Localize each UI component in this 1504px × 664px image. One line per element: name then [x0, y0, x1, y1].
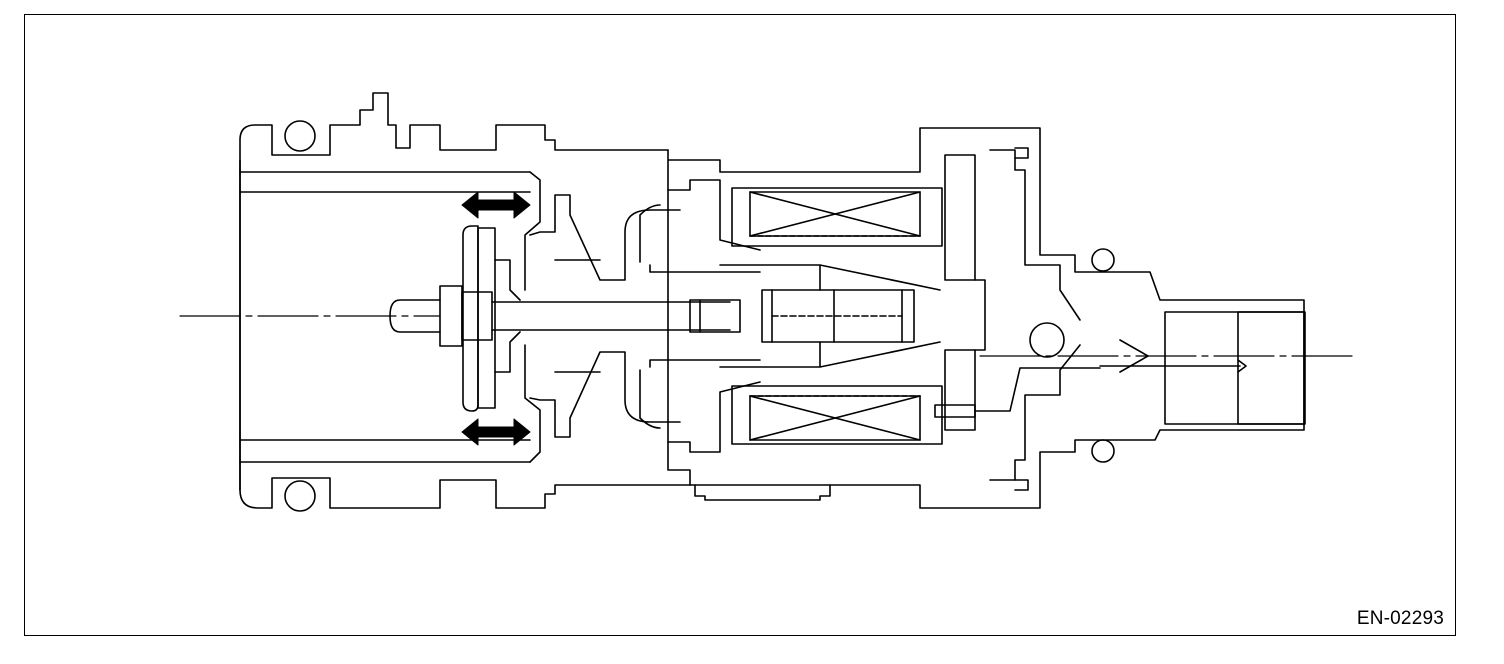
pole-piece-bottom [720, 342, 940, 367]
terminal-socket [1238, 312, 1304, 424]
stem-end [690, 300, 740, 332]
valve-seat-top [495, 260, 520, 300]
bore-end-bottom [525, 345, 540, 462]
diaphragm-curve-bottom [640, 370, 660, 428]
actuator-flange-bottom [668, 382, 760, 452]
left-housing-bottom [240, 160, 690, 508]
figure-code-label: EN-02293 [1356, 608, 1444, 629]
connector-body-top [990, 150, 1080, 320]
left-housing-top [240, 93, 668, 490]
solenoid-coil-bottom [732, 386, 942, 444]
o-ring-bottom-right [1092, 440, 1114, 462]
stem-collar [440, 286, 462, 346]
diaphragm-curve-top [640, 205, 660, 262]
o-ring-top-left [285, 121, 315, 151]
armature [762, 290, 914, 342]
core-top [650, 265, 760, 272]
connector-body-bottom [990, 345, 1080, 480]
valve-disc-face [478, 228, 495, 408]
terminal-housing [1165, 312, 1305, 424]
check-ball [1030, 323, 1064, 357]
double-arrow-top [462, 192, 530, 218]
double-arrow-bottom [462, 419, 530, 445]
solenoid-coil-top [732, 188, 942, 246]
valve-disc [463, 226, 478, 411]
mounting-tab [695, 485, 830, 500]
valve-seat-bottom [495, 332, 520, 372]
actuator-housing-outer [668, 128, 1304, 508]
seal-lip-top [1015, 148, 1028, 158]
diagram-frame [24, 14, 1456, 636]
valve-stem [492, 302, 730, 330]
coil-x-top-2 [750, 192, 920, 236]
diaphragm-top [530, 195, 680, 280]
core-bottom [650, 360, 760, 367]
coil-x-bottom-2 [750, 396, 920, 440]
stem-tip [390, 300, 440, 332]
end-plate-top [945, 155, 975, 280]
seal-lip-bottom [1015, 480, 1028, 490]
o-ring-top-right [1092, 249, 1114, 271]
end-plate-bottom [945, 350, 975, 430]
diaphragm-bottom [530, 352, 680, 437]
pole-piece-top [720, 265, 940, 290]
stem-collar-inner [462, 292, 492, 340]
o-ring-bottom-left [285, 481, 315, 511]
end-plate-stem [975, 280, 985, 350]
bore-end-top [525, 172, 540, 290]
connector-pin [935, 405, 975, 417]
connector-wire [975, 368, 1100, 411]
terminal-pin-tip [1238, 360, 1246, 372]
actuator-flange-top [668, 180, 760, 250]
